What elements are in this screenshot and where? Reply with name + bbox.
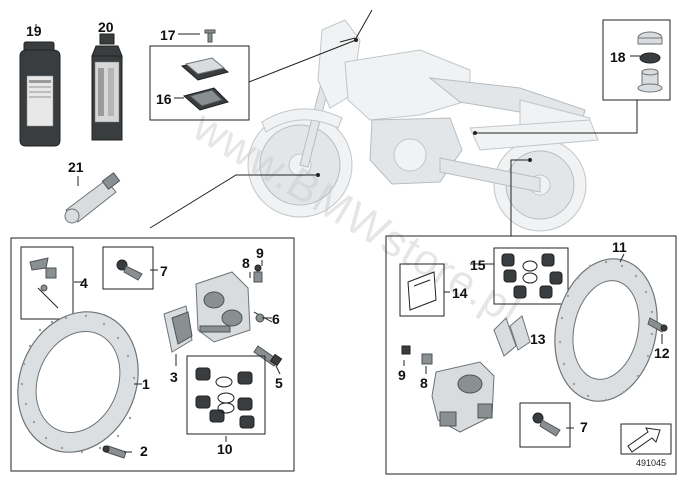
- piston-seal-kit-rear: [501, 253, 563, 299]
- piston-kit-inset-rear: [493, 247, 569, 305]
- callout-9-front: 9: [256, 245, 264, 261]
- arrow-icon: [620, 423, 672, 455]
- rear-brake-box: [385, 235, 677, 475]
- piston-kit-inset-front: [186, 355, 266, 435]
- callout-18: 18: [610, 49, 626, 65]
- piston-seal-kit-front: [195, 367, 255, 429]
- callout-17: 17: [160, 27, 176, 43]
- callout-6: 6: [272, 311, 280, 327]
- caliper-bolt-front: [253, 345, 283, 367]
- callout-8-rear: 8: [420, 375, 428, 391]
- grease-tube: [64, 172, 121, 224]
- callout-16: 16: [156, 91, 172, 107]
- callout-10: 10: [217, 441, 233, 457]
- callout-21: 21: [68, 159, 84, 175]
- callout-7-front: 7: [160, 263, 168, 279]
- callout-3: 3: [170, 369, 178, 385]
- bleed-screw-inset-front: [102, 246, 154, 290]
- motorcycle-illustration: [247, 9, 599, 232]
- callout-8-front: 8: [242, 255, 250, 271]
- callout-7-rear: 7: [580, 419, 588, 435]
- reservoir-gasket: [182, 87, 229, 111]
- brake-fluid-bottle: [19, 41, 61, 147]
- reservoir-cover: [180, 57, 230, 81]
- callout-5: 5: [275, 375, 283, 391]
- cover-screw: [204, 29, 216, 43]
- pad-spring: [407, 271, 437, 311]
- reference-number: 491045: [636, 458, 666, 468]
- callout-9-rear: 9: [398, 367, 406, 383]
- callout-1: 1: [142, 376, 150, 392]
- disc-bolt-rear: [647, 317, 668, 333]
- reservoir-cover-inset: [149, 45, 250, 121]
- callout-20: 20: [98, 19, 114, 35]
- callout-13: 13: [530, 331, 546, 347]
- brake-pads-rear: [493, 315, 531, 357]
- pad-spring-inset: [399, 263, 445, 317]
- pad-pin-front: [253, 311, 273, 323]
- bleed-valve-rear: [401, 345, 433, 365]
- brake-disc-front: [17, 311, 139, 454]
- bleed-screw-rear: [532, 412, 561, 437]
- pad-retainer-inset: [20, 246, 74, 320]
- bleed-screw-front: [116, 259, 143, 281]
- brake-caliper-front: [195, 271, 251, 343]
- disc-bolt-front: [102, 445, 127, 459]
- callout-12: 12: [654, 345, 670, 361]
- reservoir-cap: [637, 31, 663, 93]
- callout-4: 4: [80, 275, 88, 291]
- callout-15: 15: [470, 257, 486, 273]
- front-brake-box: [10, 237, 295, 472]
- brake-pads-front: [163, 305, 193, 353]
- callout-11: 11: [612, 239, 627, 255]
- callout-19: 19: [26, 23, 42, 39]
- spray-can: [91, 33, 123, 141]
- callout-2: 2: [140, 443, 148, 459]
- bleed-valve-front: [253, 264, 263, 283]
- pad-retainer-kit: [29, 257, 59, 309]
- bleed-screw-inset-rear: [519, 402, 571, 448]
- callout-14: 14: [452, 285, 468, 301]
- brake-caliper-rear: [431, 361, 495, 433]
